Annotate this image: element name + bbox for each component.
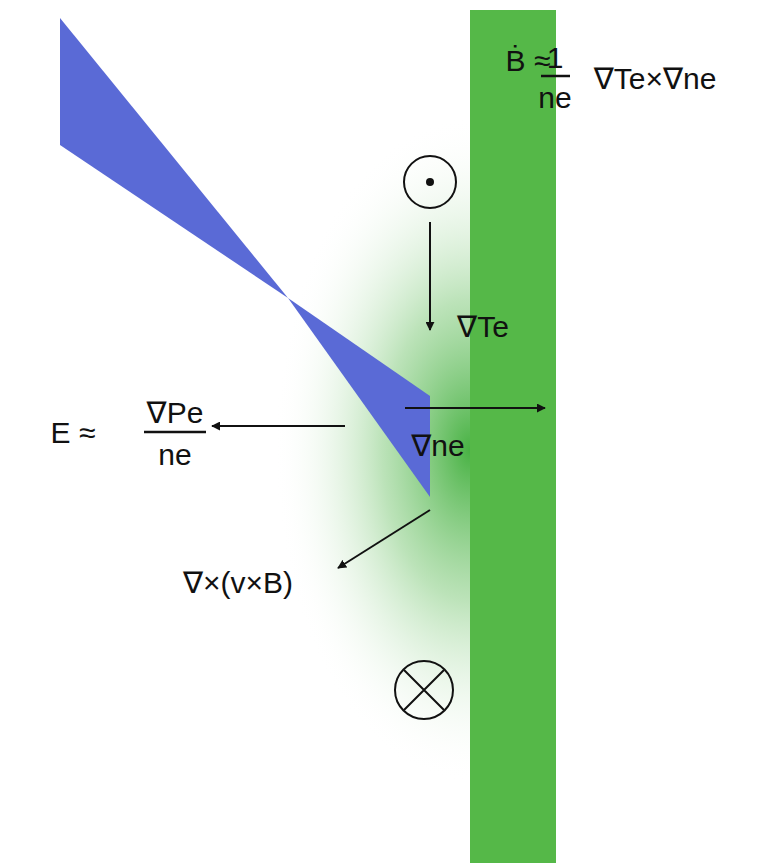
target-foil	[470, 10, 556, 863]
field-out-dot	[426, 178, 434, 186]
field-out-symbol	[404, 156, 456, 208]
term-label: ∇×(v×B)	[183, 566, 293, 599]
fraction-denominator: ne	[538, 81, 571, 114]
density-gradient-arrow	[405, 407, 545, 409]
electric-field-arrow	[212, 425, 345, 427]
laser-beam-focus	[288, 298, 430, 497]
fraction-bar	[144, 431, 206, 434]
temperature-gradient-arrow	[429, 222, 431, 330]
plasma-plume	[270, 110, 472, 790]
fraction-numerator: ∇Pe	[147, 396, 204, 429]
gradient-label: ∇ne	[411, 429, 464, 462]
formula-term: ∇Te×∇ne	[594, 62, 717, 95]
field-label: E ≈	[51, 416, 96, 449]
gradient-label: ∇Te	[457, 310, 509, 343]
laser-beam-in	[60, 18, 288, 298]
formula-term: Ḃ ≈	[506, 44, 551, 77]
fraction-numerator: 1	[547, 41, 564, 74]
fraction-denominator: ne	[158, 438, 191, 471]
advection-arrow	[338, 510, 430, 568]
field-in-symbol	[395, 661, 453, 719]
field-in-cross	[404, 670, 444, 710]
